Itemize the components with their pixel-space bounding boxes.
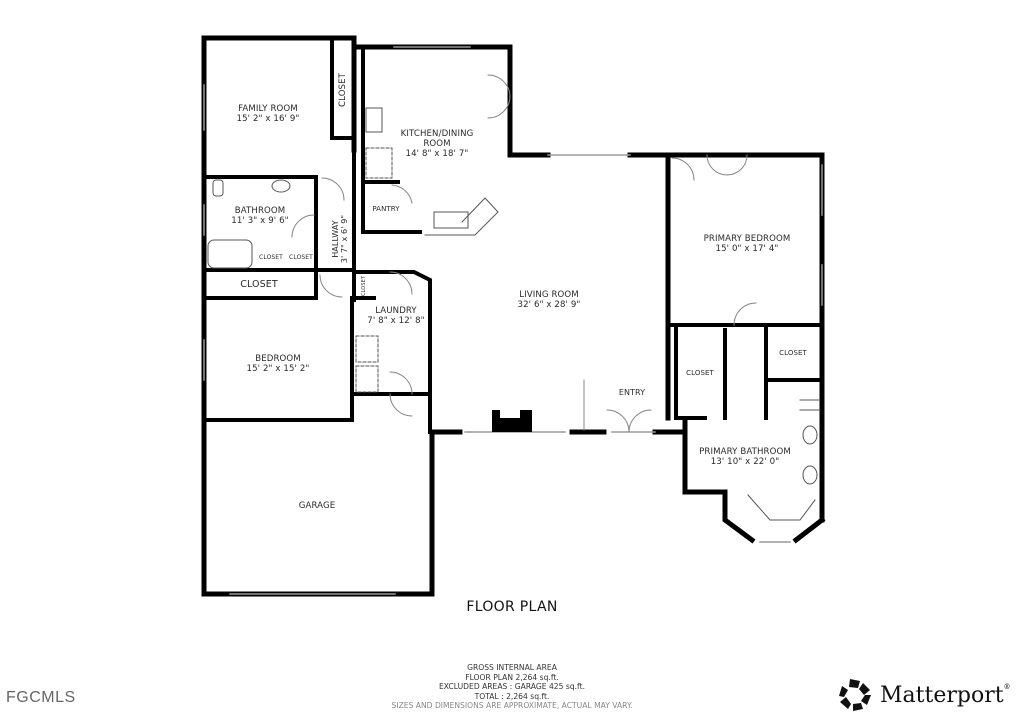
room-bathroom: BATHROOM 11' 3" x 9' 6" — [231, 206, 289, 226]
room-laundry-closet: CLOSET — [361, 275, 367, 297]
room-name: FAMILY ROOM — [238, 104, 298, 114]
area-heading: GROSS INTERNAL AREA — [467, 663, 557, 672]
room-laundry: LAUNDRY 7' 8" x 12' 8" — [367, 306, 425, 326]
windows — [203, 46, 823, 595]
area-floor-plan: FLOOR PLAN 2,264 sq.ft. — [465, 672, 559, 682]
room-primary-bedroom: PRIMARY BEDROOM 15' 0" x 17' 4" — [703, 234, 791, 254]
room-dimensions: 15' 2" x 16' 9" — [236, 114, 300, 124]
room-hallway: HALLWAY 3' 7" x 6' 9" — [331, 214, 349, 264]
area-total: TOTAL : 2,264 sq.ft. — [474, 691, 550, 701]
room-family-closet: CLOSET — [338, 73, 348, 107]
room-garage: GARAGE — [298, 501, 336, 511]
area-summary: GROSS INTERNAL AREA FLOOR PLAN 2,264 sq.… — [392, 663, 633, 711]
room-hall-closet: CLOSET — [240, 279, 278, 290]
fixtures — [207, 107, 821, 521]
room-bath-closet-1: CLOSET — [259, 254, 283, 261]
room-primary-closet-right: CLOSET — [779, 349, 807, 357]
room-primary-closet-left: CLOSET — [686, 369, 714, 377]
room-primary-bathroom: PRIMARY BATHROOM 13' 10" x 22' 0" — [699, 447, 791, 467]
matterport-wordmark: Matterport® — [880, 682, 1011, 708]
mls-watermark: FGCMLS — [6, 689, 76, 706]
room-kitchen-dining: KITCHEN/DINING ROOM 14' 8" x 18' 7" — [400, 129, 474, 159]
room-family-room: FAMILY ROOM 15' 2" x 16' 9" — [237, 104, 300, 124]
floor-plan-title: FLOOR PLAN — [466, 599, 558, 615]
room-living-room: LIVING ROOM 32' 6" x 28' 9" — [517, 290, 581, 310]
room-entry: ENTRY — [618, 388, 646, 397]
area-disclaimer: SIZES AND DIMENSIONS ARE APPROXIMATE, AC… — [391, 701, 633, 710]
room-bedroom: BEDROOM 15' 2" x 15' 2" — [246, 354, 310, 374]
interior-walls — [202, 36, 824, 434]
matterport-logo-icon — [839, 679, 871, 711]
area-excluded: EXCLUDED AREAS : GARAGE 425 sq.ft. — [439, 682, 585, 691]
room-bath-closet-2: CLOSET — [289, 254, 313, 261]
door-swings — [291, 74, 757, 433]
matterport-logo: Matterport® — [836, 676, 1011, 714]
room-pantry: PANTRY — [372, 205, 400, 213]
